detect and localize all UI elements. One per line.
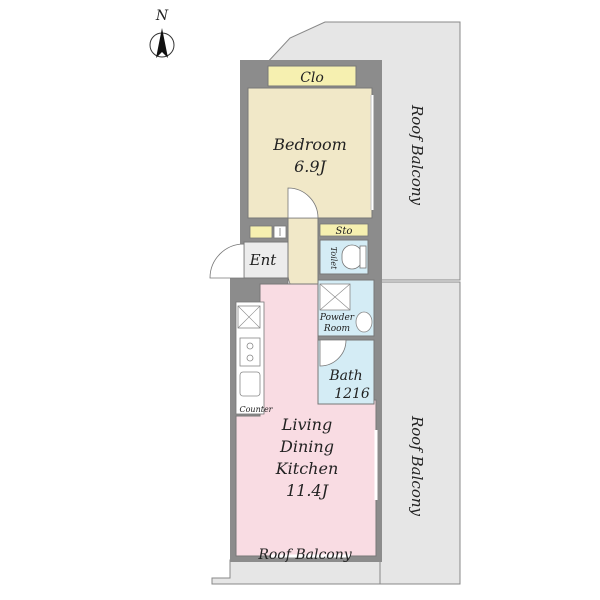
closet-floor xyxy=(267,65,357,87)
powder-room-label-line1: Powder xyxy=(319,313,355,323)
roof-balcony-upper-right-label: Roof Balcony xyxy=(408,104,426,206)
shoe-storage xyxy=(249,225,273,239)
entrance-label: Ent xyxy=(249,251,278,269)
entrance-floor xyxy=(243,241,289,279)
bath-door xyxy=(319,339,347,367)
north-arrow-icon xyxy=(156,28,168,58)
storage-label: Sto xyxy=(336,226,353,237)
compass: N xyxy=(149,8,175,58)
ldk-label-line2: Dining xyxy=(279,437,334,456)
compass-north-label: N xyxy=(155,8,169,24)
toilet-bowl-icon xyxy=(341,244,363,270)
ldk-label-line3: Kitchen xyxy=(275,459,339,478)
bedroom-size: 6.9J xyxy=(294,157,327,176)
roof-balcony-lower-right xyxy=(379,281,461,585)
stove-icon xyxy=(239,337,261,367)
ldk-label-line1: Living xyxy=(281,415,332,434)
entrance-door xyxy=(209,243,245,279)
counter-label: Counter xyxy=(239,405,273,414)
bath-size: 1216 xyxy=(334,386,370,402)
bath-name: Bath xyxy=(328,368,362,384)
toilet-label: Toilet xyxy=(329,247,338,270)
ldk-size: 11.4J xyxy=(286,481,330,500)
roof-balcony-bottom-label: Roof Balcony xyxy=(257,547,352,563)
bedroom-floor xyxy=(247,87,373,219)
powder-room-label-line2: Room xyxy=(323,324,350,334)
roof-balcony-lower-right-label: Roof Balcony xyxy=(408,415,426,517)
closet-label: Clo xyxy=(300,70,324,86)
toilet-tank-icon xyxy=(359,245,367,269)
storage-floor xyxy=(319,223,369,237)
wash-basin-icon xyxy=(355,311,373,333)
bedroom-name: Bedroom xyxy=(272,135,347,154)
sink-icon xyxy=(239,371,261,397)
bedroom-door xyxy=(287,187,319,219)
